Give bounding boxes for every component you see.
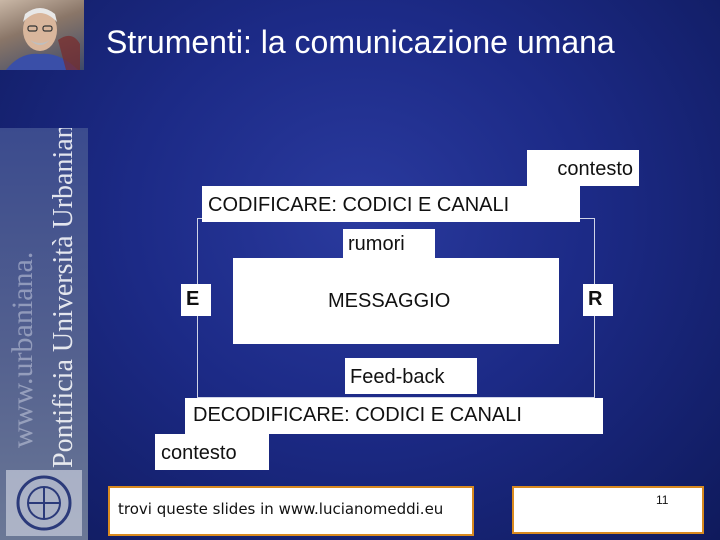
university-sidebar: www.urbaniana. Pontificia Università Urb… [0,128,88,540]
context-top-box: contesto [527,150,639,186]
noise-label: rumori [348,233,405,255]
feedback-label: Feed-back [350,366,445,388]
sidebar-watermark-url: www.urbaniana. [6,251,39,448]
decode-label: DECODIFICARE: CODICI E CANALI [193,404,522,426]
author-photo [0,0,84,70]
message-label: MESSAGGIO [328,290,451,312]
footer-note-box [108,486,474,536]
decode-box: DECODIFICARE: CODICI E CANALI [185,398,603,434]
context-bottom-box: contesto [155,434,269,470]
encode-label: CODIFICARE: CODICI E CANALI [208,194,510,216]
slide-title: Strumenti: la comunicazione umana [106,24,615,60]
sender-label: E [186,288,200,310]
page-number: 11 [656,493,669,507]
noise-box: rumori [343,229,435,259]
sidebar-university-name: Pontificia Università Urbaniana [48,128,79,468]
encode-box: CODIFICARE: CODICI E CANALI [202,186,580,222]
page-number-box [512,486,704,534]
receiver-label: R [588,288,603,310]
author-photo-image [6,8,80,70]
footer-slides-note: trovi queste slides in www.lucianomeddi.… [118,500,444,518]
university-seal-icon [6,470,82,536]
context-bottom-label: contesto [161,442,237,464]
message-box [233,258,559,344]
sender-box: E [181,284,211,316]
feedback-box: Feed-back [345,358,477,394]
context-top-label: contesto [557,158,633,180]
receiver-box: R [583,284,613,316]
